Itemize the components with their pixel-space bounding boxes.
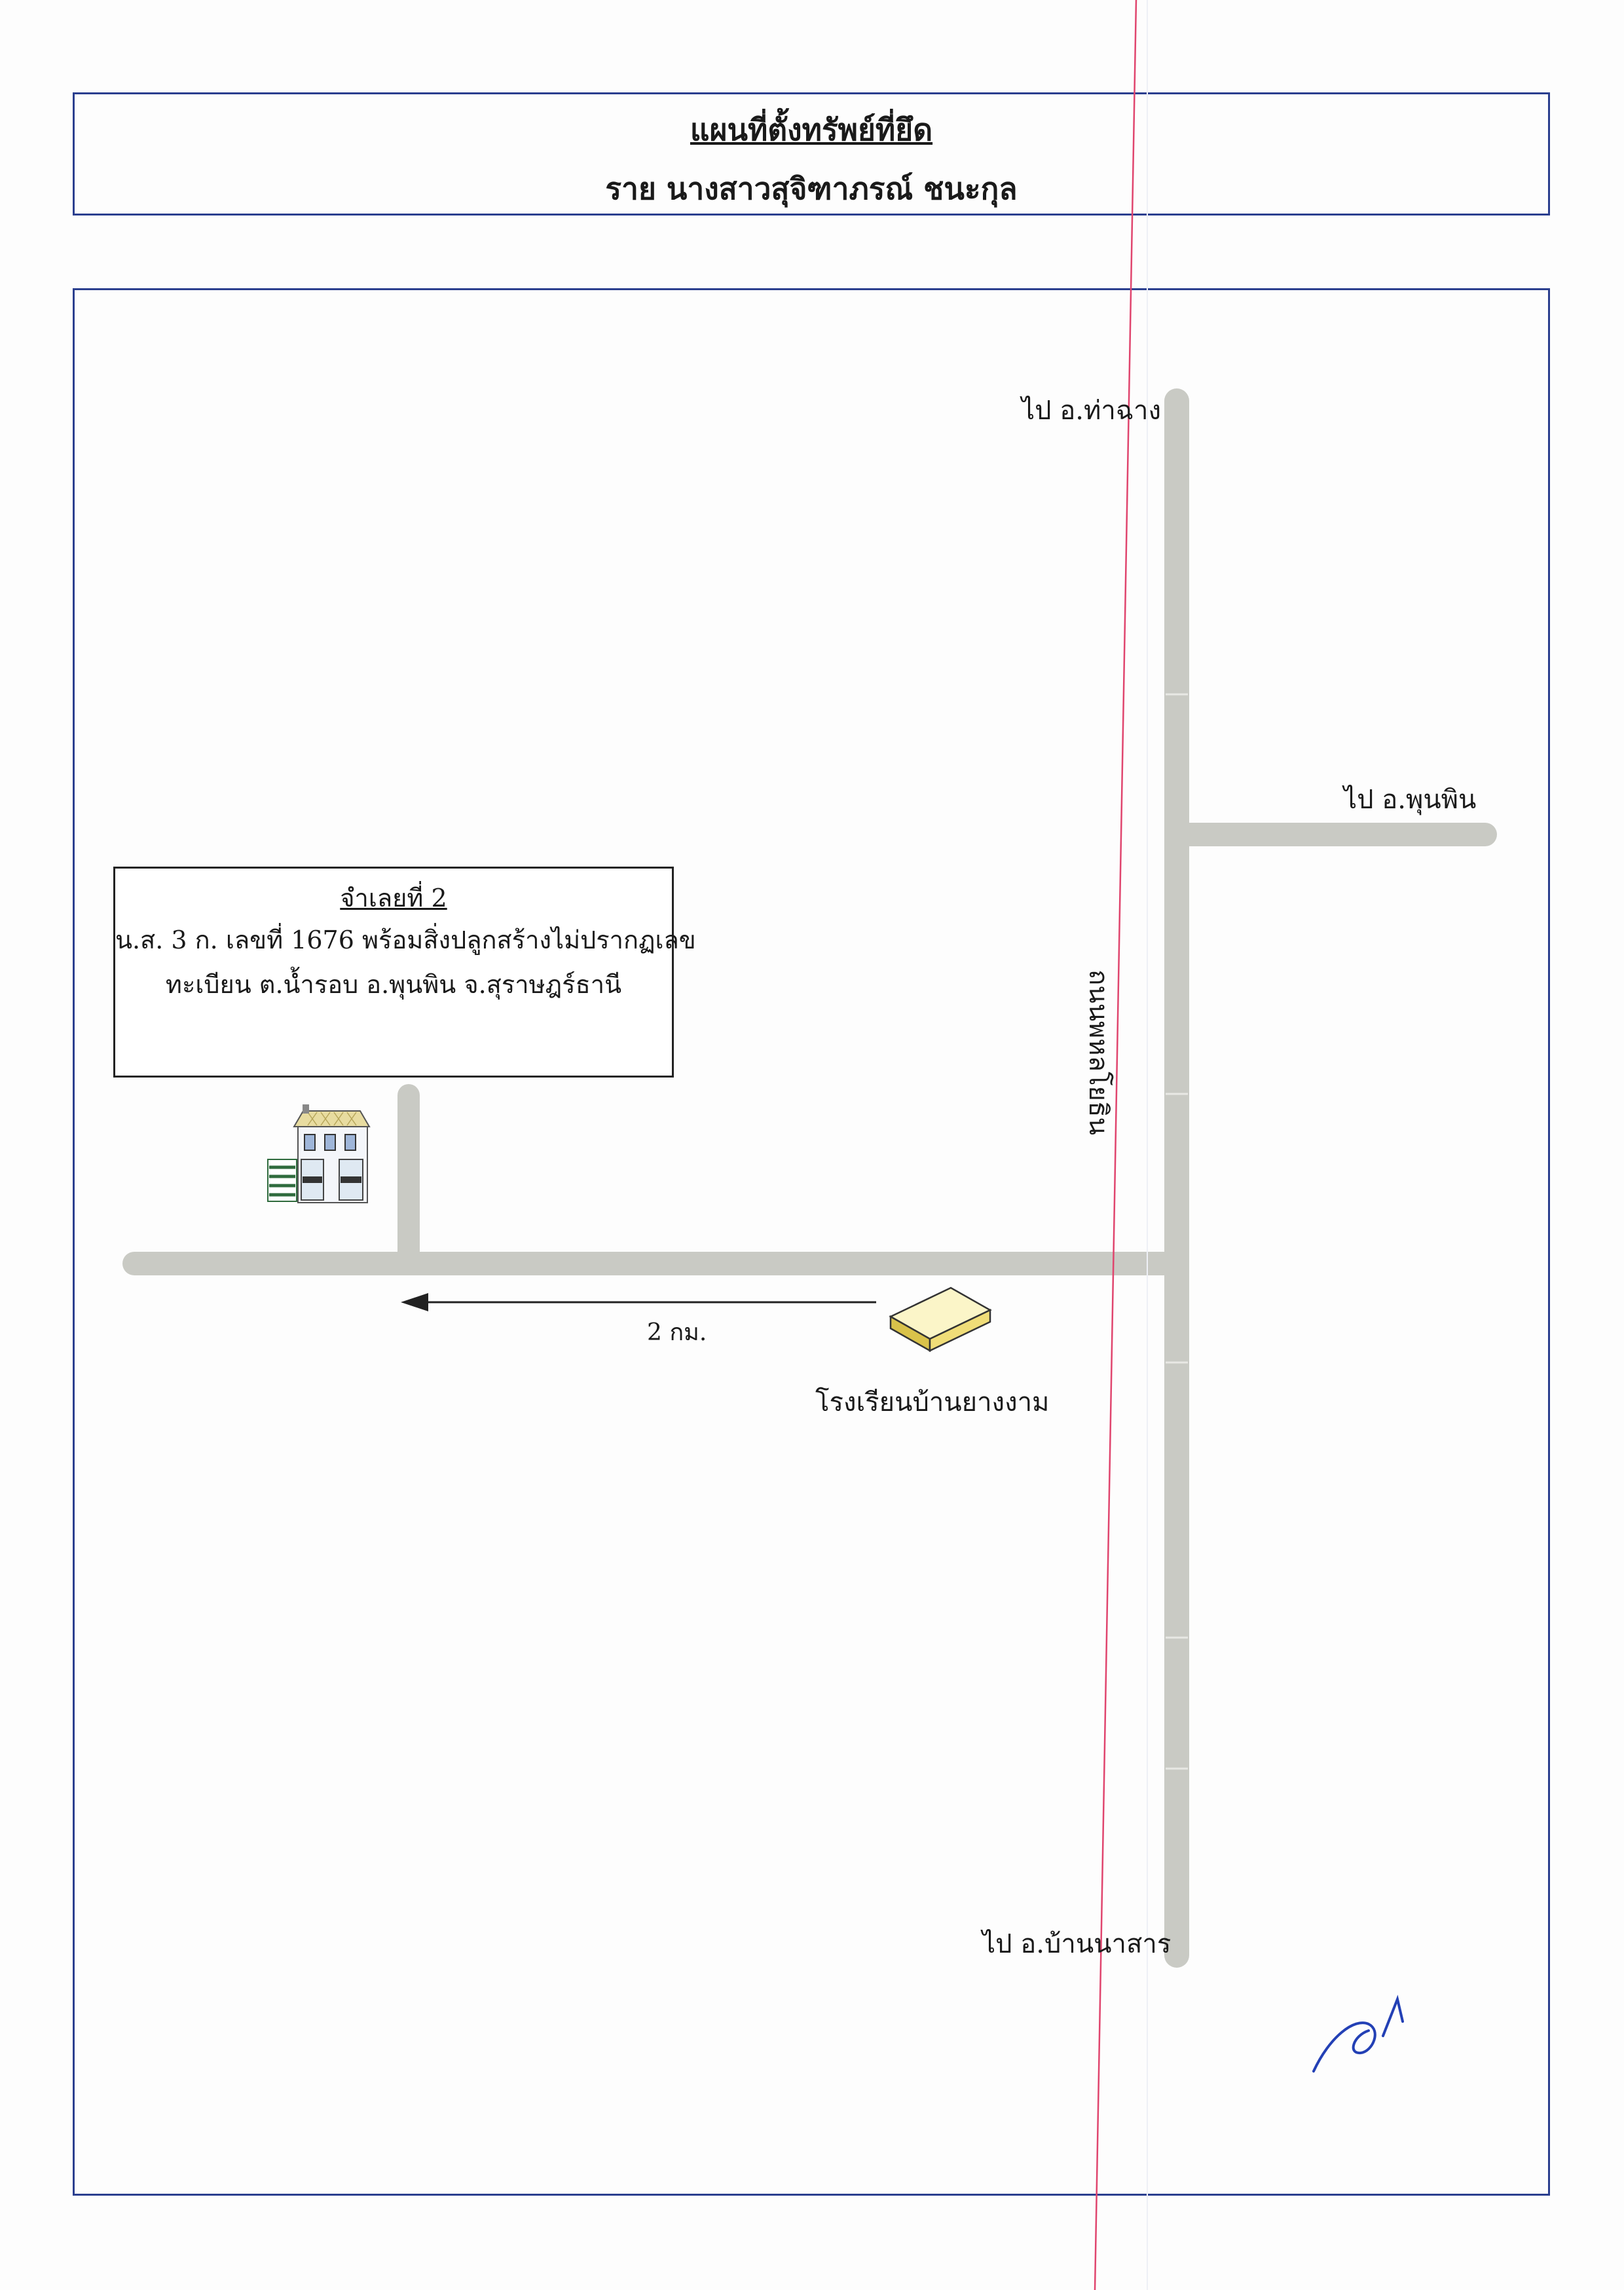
school-label: โรงเรียนบ้านยางงาม xyxy=(815,1387,1050,1417)
arrow-left-icon xyxy=(401,1293,876,1311)
main-road-label: ถนนพหลโยธิน xyxy=(1083,969,1113,1135)
road-segment-marks xyxy=(1166,693,1188,1770)
property-description-line-1: น.ส. 3 ก. เลขที่ 1676 พร้อมสิ่งปลูกสร้าง… xyxy=(115,926,696,954)
signature-mark xyxy=(1312,1995,1404,2073)
south-destination-label: ไป อ.บ้านนาสาร xyxy=(982,1929,1172,1959)
margin-line xyxy=(1094,0,1137,2290)
roads xyxy=(122,388,1497,1968)
north-destination-label: ไป อ.ท่าฉาง xyxy=(1022,396,1162,426)
house-icon xyxy=(267,1104,371,1203)
map-frame xyxy=(73,288,1550,2196)
page-subtitle: ราย นางสาวสุจิฑาภรณ์ ชนะกุล xyxy=(605,171,1018,206)
property-description-line-2: ทะเบียน ต.น้ำรอบ อ.พุนพิน จ.สุราษฎร์ธานี xyxy=(165,970,622,999)
page-title: แผนที่ตั้งทรัพย์ที่ยึด xyxy=(690,112,933,147)
school-building-icon xyxy=(889,1286,992,1353)
distance-label: 2 กม. xyxy=(647,1319,707,1346)
property-heading: จำเลยที่ 2 xyxy=(340,884,447,912)
property-info-box: จำเลยที่ 2 น.ส. 3 ก. เลขที่ 1676 พร้อมสิ… xyxy=(113,867,696,1078)
title-box: แผนที่ตั้งทรัพย์ที่ยึด ราย นางสาวสุจิฑาภ… xyxy=(73,92,1550,216)
east-destination-label: ไป อ.พุนพิน xyxy=(1344,785,1477,815)
